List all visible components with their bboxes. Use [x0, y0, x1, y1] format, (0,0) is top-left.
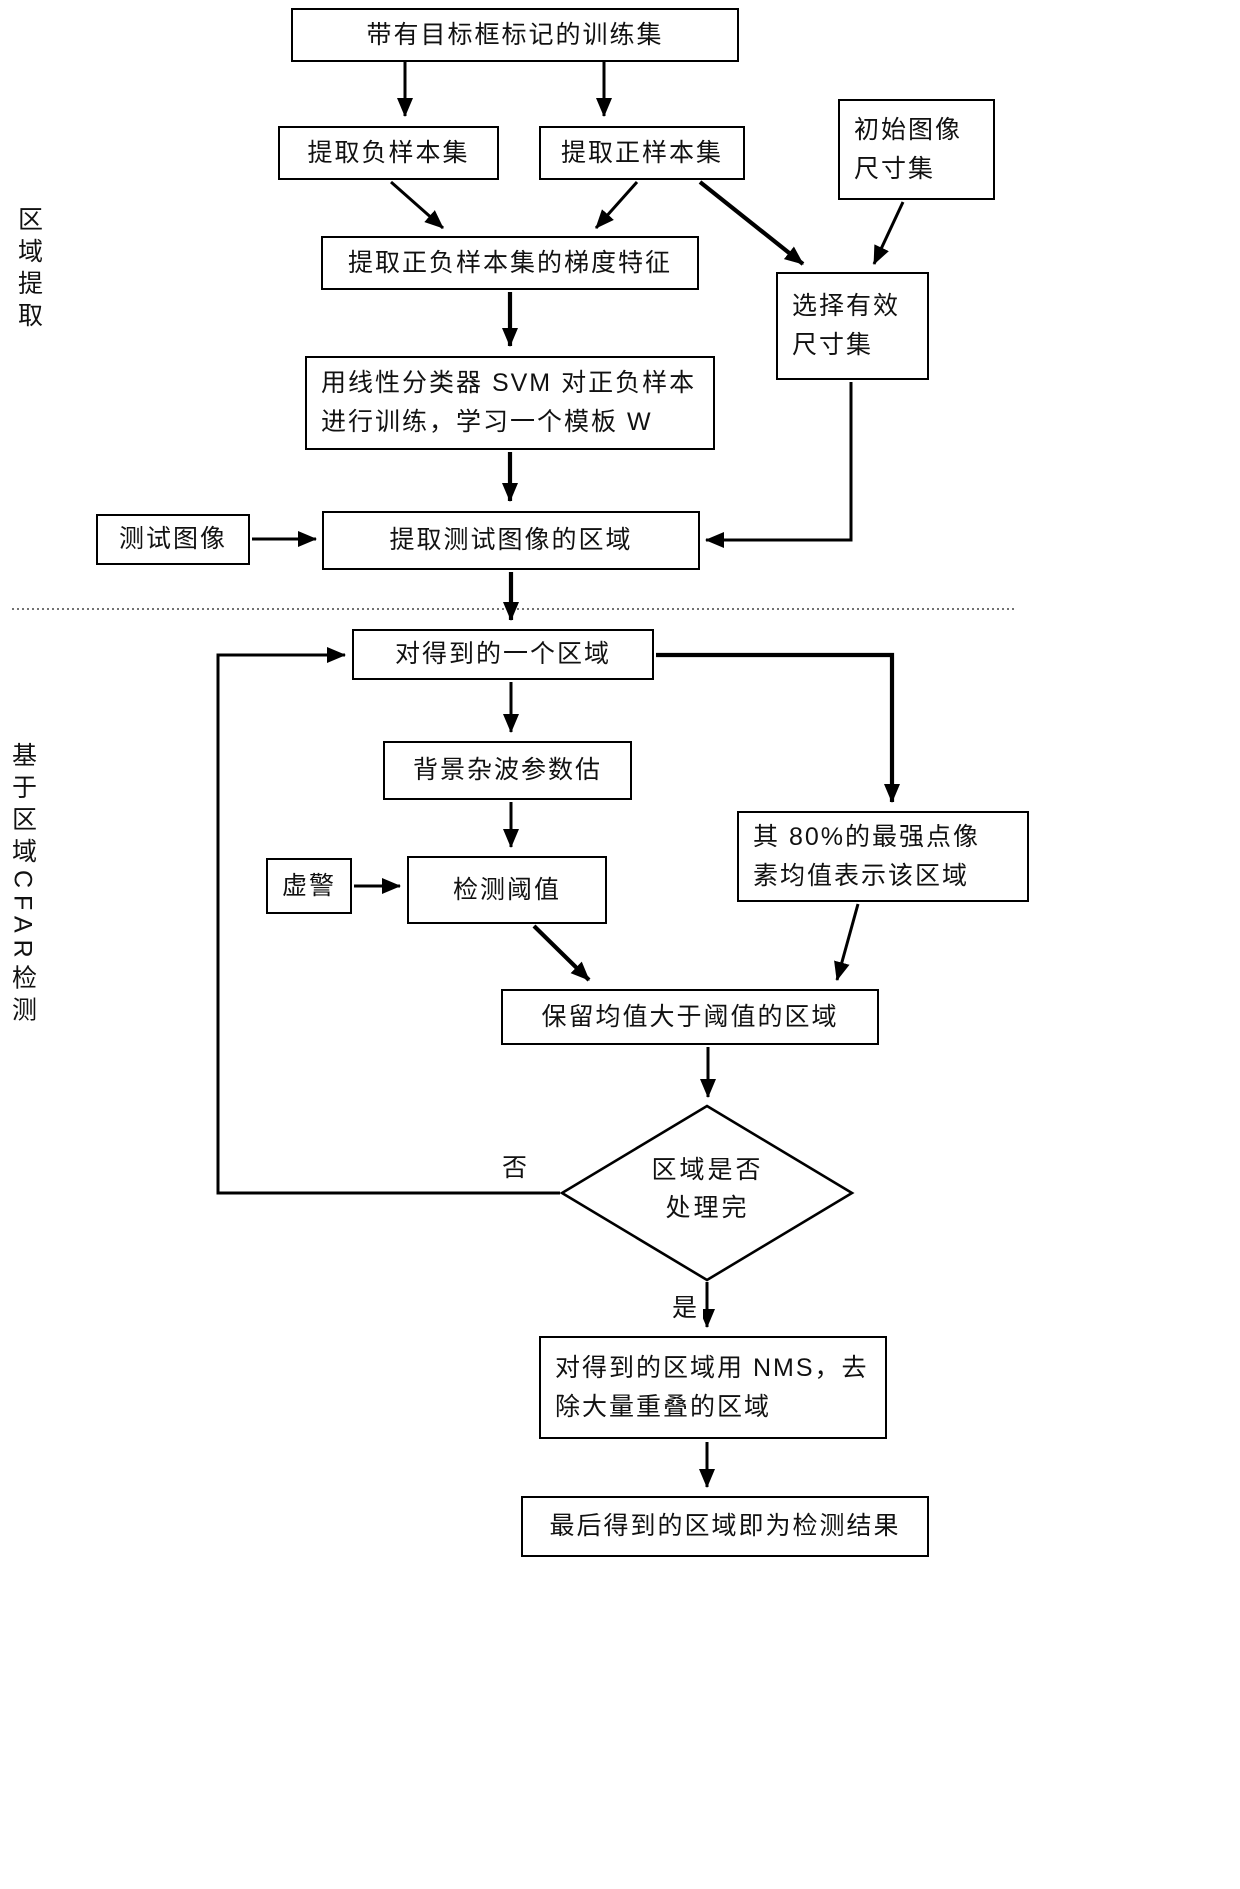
node-false-alarm: 虚警 — [266, 858, 352, 914]
node-initial-image-sizes: 初始图像 尺寸集 — [838, 99, 995, 200]
node-test-image-label: 测试图像 — [118, 525, 227, 554]
node-select-effective-sizes: 选择有效 尺寸集 — [776, 272, 929, 380]
node-test-image: 测试图像 — [96, 514, 250, 565]
arrow-pos-to-gradient — [594, 181, 639, 229]
node-strongest-pixels-mean: 其 80%的最强点像 素均值表示该区域 — [737, 811, 1029, 902]
node-svm-training-line1: 用线性分类器 SVM 对正负样本 — [321, 369, 697, 398]
node-positive-samples-label: 提取正样本集 — [560, 138, 723, 167]
node-final-result: 最后得到的区域即为检测结果 — [521, 1496, 929, 1557]
node-svm-training-line2: 进行训练，学习一个模板 W — [321, 408, 653, 436]
arrow-decision-no-loop — [216, 647, 560, 1195]
node-select-effective-sizes-line2: 尺寸集 — [792, 331, 874, 359]
branch-label-yes: 是 — [668, 1288, 704, 1324]
node-nms-line1: 对得到的区域用 NMS，去 — [555, 1353, 869, 1382]
node-one-region-label: 对得到的一个区域 — [394, 640, 611, 669]
node-final-result-label: 最后得到的区域即为检测结果 — [549, 1512, 901, 1541]
decision-diamond-shape — [559, 1104, 855, 1282]
node-initial-image-sizes-line2: 尺寸集 — [854, 154, 936, 183]
arrow-threshold-to-keep — [532, 924, 591, 982]
node-positive-samples: 提取正样本集 — [539, 126, 745, 180]
node-nms-line2: 除大量重叠的区域 — [555, 1392, 772, 1421]
decision-line2: 处理完 — [665, 1193, 750, 1222]
node-negative-samples-label: 提取负样本集 — [307, 138, 470, 167]
branch-label-no: 否 — [498, 1148, 534, 1184]
node-extract-test-regions-label: 提取测试图像的区域 — [389, 526, 633, 555]
section-label-region-extraction: 区域提取 — [14, 206, 43, 334]
arrow-neg-to-gradient — [390, 180, 444, 230]
section-label-cfar-detection: 基于区域CFAR检测 — [8, 742, 37, 1029]
decision-regions-processed: 区域是否 处理完 — [585, 1152, 830, 1227]
arrow-strongest-to-keep — [834, 903, 860, 981]
node-false-alarm-label: 虚警 — [281, 871, 336, 900]
node-keep-regions: 保留均值大于阈值的区域 — [501, 989, 879, 1045]
node-one-region: 对得到的一个区域 — [352, 629, 654, 680]
node-strongest-pixels-mean-line2: 素均值表示该区域 — [753, 861, 970, 890]
arrow-pos-to-select-sizes — [698, 180, 805, 266]
node-initial-image-sizes-line1: 初始图像 — [854, 115, 963, 144]
node-gradient-features: 提取正负样本集的梯度特征 — [321, 236, 699, 290]
node-clutter-estimation-label: 背景杂波参数估 — [412, 756, 602, 785]
node-training-set: 带有目标框标记的训练集 — [291, 8, 739, 62]
node-detection-threshold: 检测阈值 — [407, 856, 607, 924]
node-nms: 对得到的区域用 NMS，去 除大量重叠的区域 — [539, 1336, 887, 1439]
node-training-set-label: 带有目标框标记的训练集 — [366, 20, 664, 49]
node-extract-test-regions: 提取测试图像的区域 — [322, 511, 700, 570]
node-detection-threshold-label: 检测阈值 — [452, 875, 561, 904]
node-svm-training: 用线性分类器 SVM 对正负样本 进行训练，学习一个模板 W — [305, 356, 715, 450]
decision-line1: 区域是否 — [651, 1156, 764, 1184]
node-keep-regions-label: 保留均值大于阈值的区域 — [541, 1002, 839, 1031]
node-strongest-pixels-mean-line1: 其 80%的最强点像 — [753, 822, 980, 851]
arrow-select-sizes-to-extract-regions — [705, 382, 853, 548]
node-gradient-features-label: 提取正负样本集的梯度特征 — [347, 248, 672, 277]
arrow-one-region-to-strongest — [656, 652, 900, 803]
arrow-initialsizes-to-select-sizes — [872, 201, 905, 265]
node-clutter-estimation: 背景杂波参数估 — [383, 741, 632, 800]
node-select-effective-sizes-line1: 选择有效 — [792, 292, 901, 321]
node-negative-samples: 提取负样本集 — [278, 126, 499, 180]
